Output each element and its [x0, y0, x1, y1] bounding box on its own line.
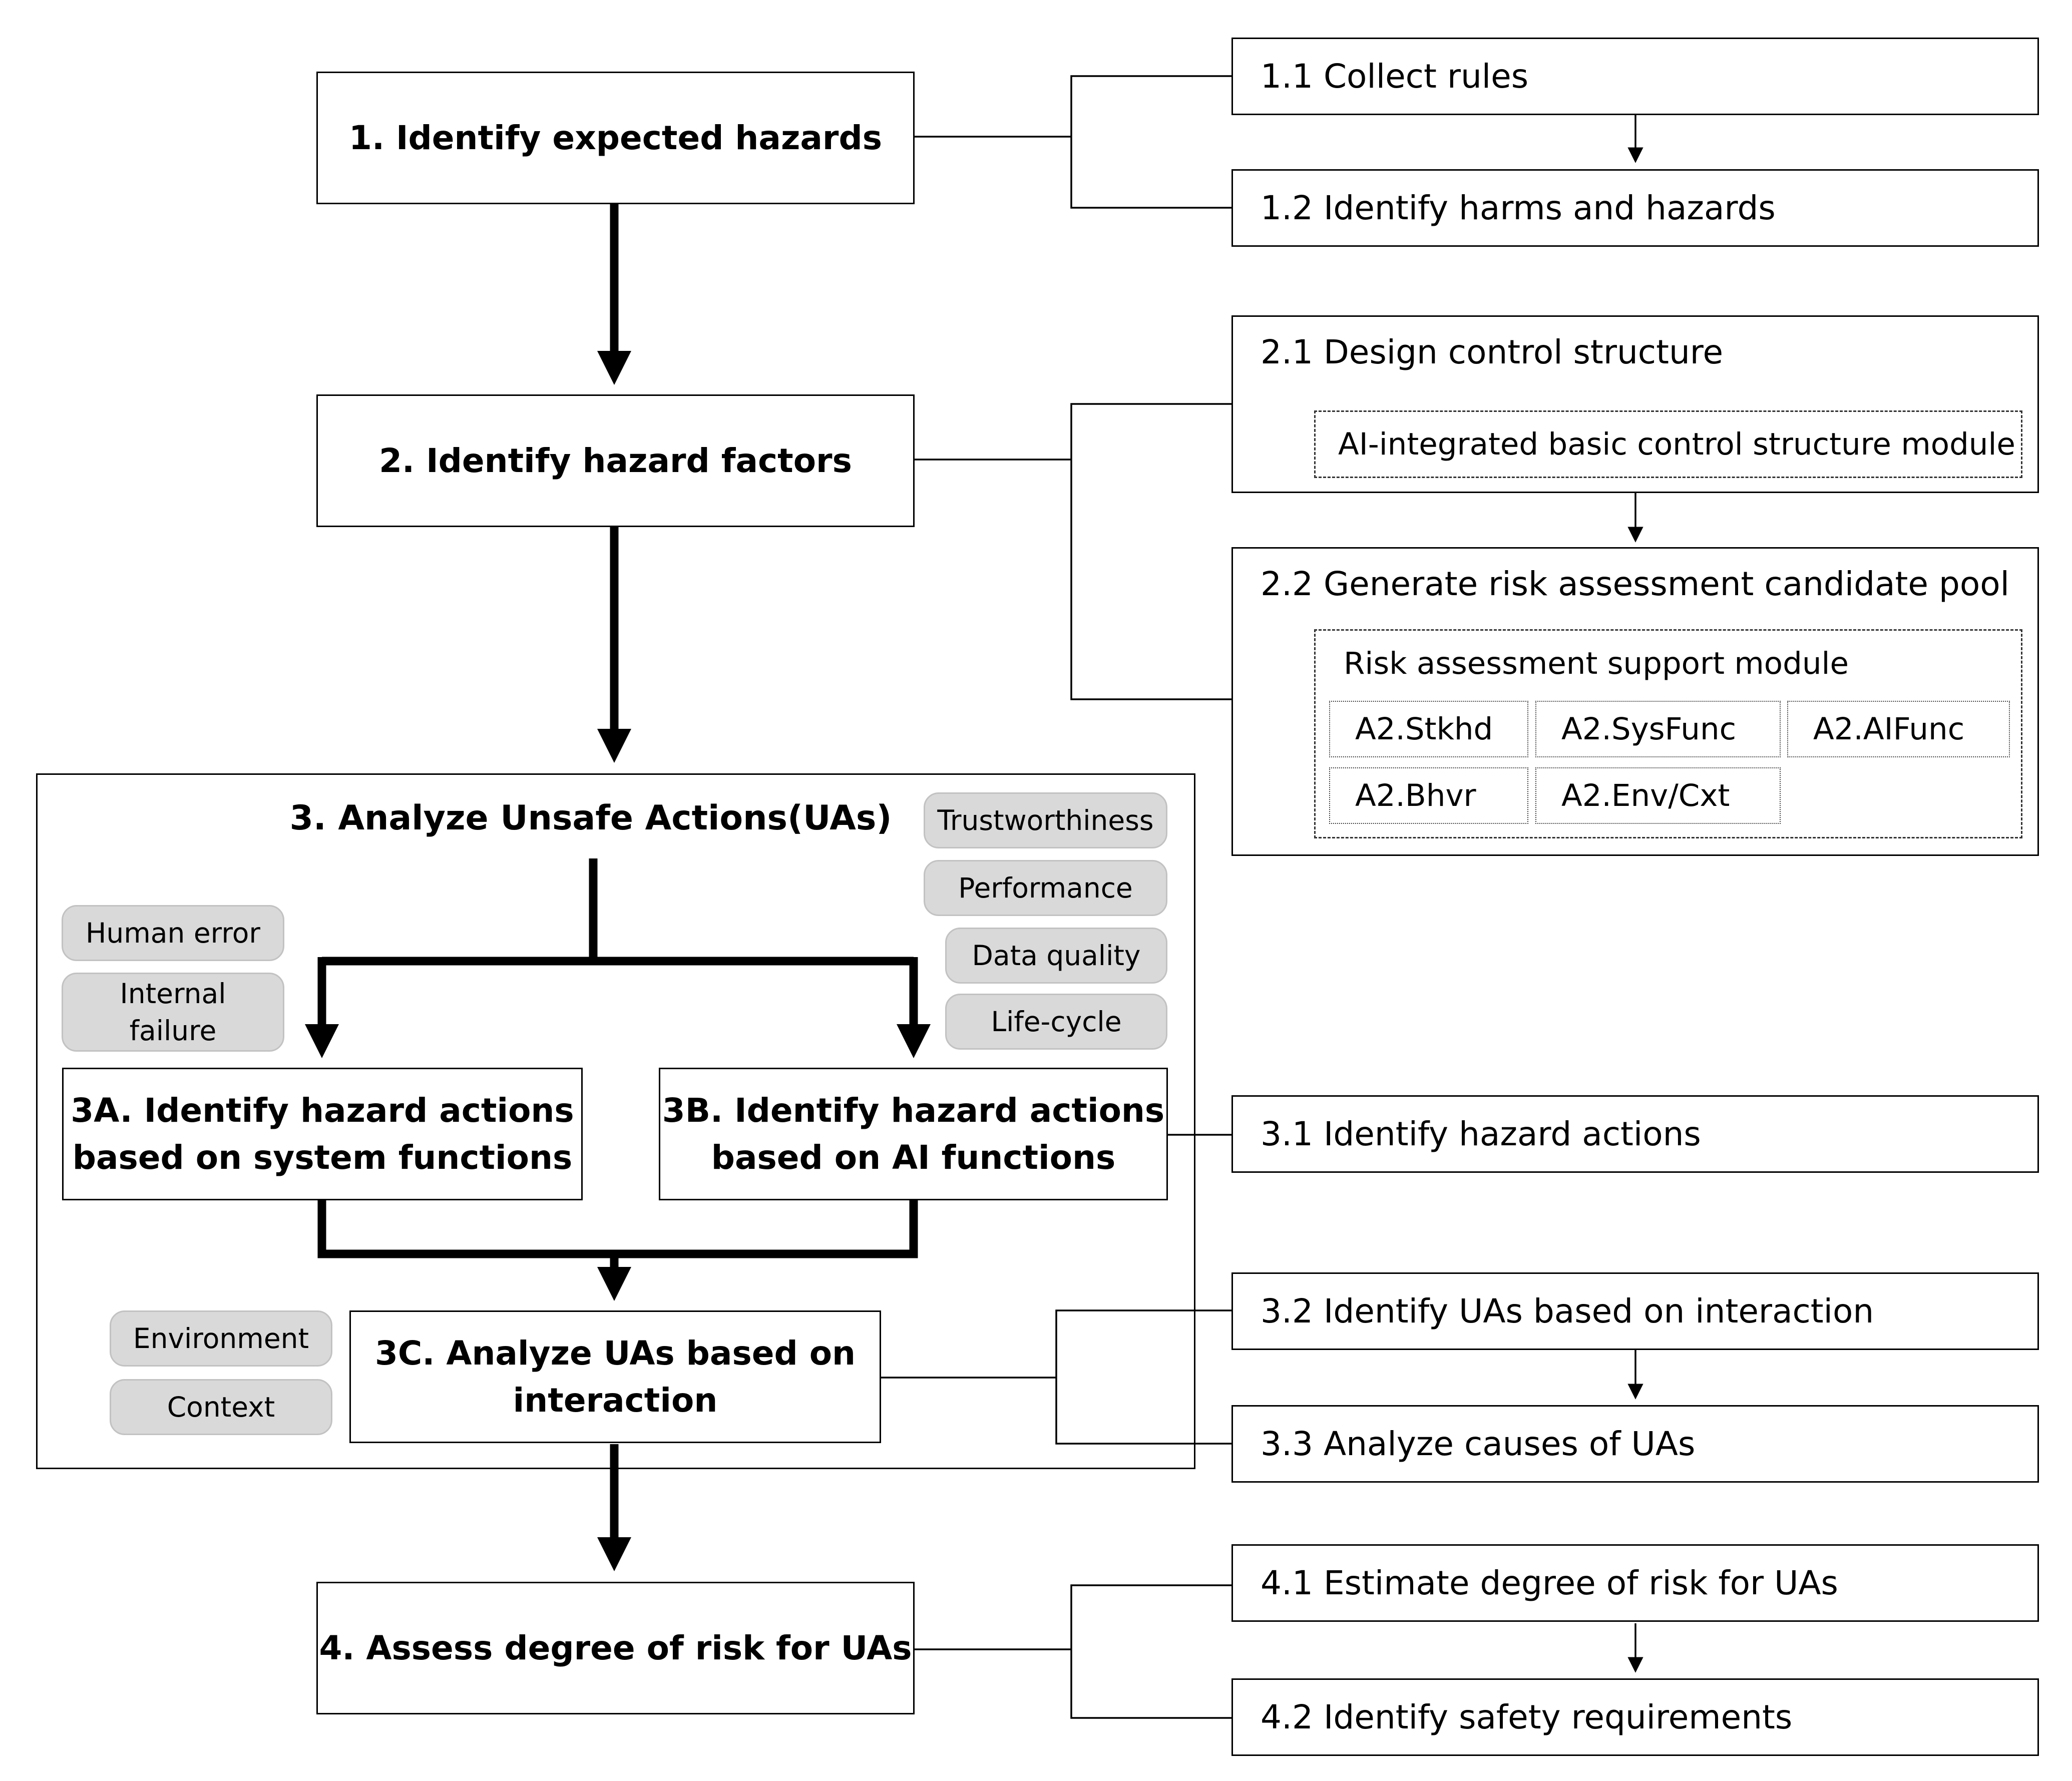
- step3b-line2: based on AI functions: [711, 1138, 1116, 1177]
- step3-title: 3. Analyze Unsafe Actions(UAs): [289, 798, 892, 838]
- tag-data-quality: Data quality: [945, 928, 1167, 984]
- tag-performance: Performance: [924, 860, 1167, 916]
- substep-4-2: 4.2 Identify safety requirements: [1231, 1678, 2039, 1756]
- control-structure-module-label: AI-integrated basic control structure mo…: [1338, 426, 2015, 462]
- bracket-step3c-right: [1055, 1309, 1232, 1445]
- bracket-step4-right: [1070, 1584, 1232, 1719]
- main-flow-arrows: [305, 204, 931, 1571]
- bracket-step1-right: [1070, 75, 1232, 209]
- tag-trustworthiness: Trustworthiness: [924, 792, 1167, 848]
- module-cell-sysfunc: A2.SysFunc: [1535, 701, 1781, 757]
- substep-3-2: 3.2 Identify UAs based on interaction: [1231, 1272, 2039, 1350]
- tag-life-cycle: Life-cycle: [945, 994, 1167, 1050]
- bracket-step2-right: [1070, 403, 1232, 700]
- step2-box: 2. Identify hazard factors: [316, 394, 915, 527]
- step3b-line1: 3B. Identify hazard actions: [662, 1091, 1165, 1130]
- step3a-box: 3A. Identify hazard actions based on sys…: [62, 1068, 583, 1200]
- step1-box: 1. Identify expected hazards: [316, 72, 915, 204]
- step3c-box: 3C. Analyze UAs based on interaction: [349, 1310, 881, 1443]
- step3c-line1: 3C. Analyze UAs based on: [374, 1333, 856, 1373]
- module-cell-stkhd: A2.Stkhd: [1329, 701, 1528, 757]
- step3-group: [36, 773, 1195, 1469]
- substep-1-1: 1.1 Collect rules: [1231, 38, 2039, 115]
- substep-2-2-label: 2.2 Generate risk assessment candidate p…: [1261, 565, 2009, 603]
- step4-box: 4. Assess degree of risk for UAs: [316, 1582, 915, 1714]
- step3b-box: 3B. Identify hazard actions based on AI …: [659, 1068, 1168, 1200]
- module-cell-bhvr: A2.Bhvr: [1329, 767, 1528, 824]
- substep-2-1-label: 2.1 Design control structure: [1261, 333, 1724, 371]
- substep-3-3: 3.3 Analyze causes of UAs: [1231, 1405, 2039, 1483]
- module-cell-env-cxt: A2.Env/Cxt: [1535, 767, 1781, 824]
- tag-human-error: Human error: [62, 905, 284, 961]
- tag-context: Context: [110, 1379, 332, 1435]
- control-structure-module: AI-integrated basic control structure mo…: [1314, 410, 2022, 478]
- substep-1-2: 1.2 Identify harms and hazards: [1231, 169, 2039, 247]
- bracket-connectors: [880, 75, 1232, 1719]
- risk-support-module-label: Risk assessment support module: [1344, 646, 1849, 681]
- module-cell-aifunc: A2.AIFunc: [1787, 701, 2010, 757]
- step3c-line2: interaction: [513, 1381, 718, 1420]
- tag-environment: Environment: [110, 1310, 332, 1367]
- tag-internal-failure-line2: failure: [129, 1015, 217, 1047]
- substep-4-1: 4.1 Estimate degree of risk for UAs: [1231, 1544, 2039, 1622]
- tag-internal-failure-line1: Internal: [120, 978, 226, 1010]
- step3a-line1: 3A. Identify hazard actions: [71, 1091, 574, 1130]
- step3a-line2: based on system functions: [72, 1138, 573, 1177]
- tag-internal-failure: Internal failure: [62, 973, 284, 1052]
- substep-3-1: 3.1 Identify hazard actions: [1231, 1095, 2039, 1173]
